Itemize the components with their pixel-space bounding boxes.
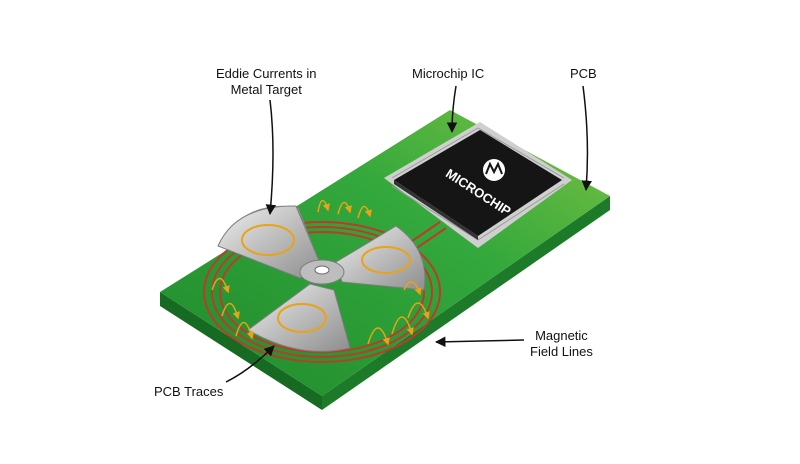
callout-magnetic-field: Magnetic Field Lines [530,328,593,360]
callout-leaders [225,85,592,383]
callout-ic-label: Microchip IC [412,66,485,81]
chip-body [394,130,562,236]
leader-magnetic [434,336,525,348]
metal-hub-hole [314,265,330,275]
trace-ring-middle [211,226,433,358]
leader-pcb [581,85,592,192]
chip-pin-rows [391,127,565,241]
trace-ring-outer [203,221,441,363]
callout-traces-label: PCB Traces [154,384,224,399]
leader-ic [446,85,458,134]
eddy-current-loops [241,224,411,333]
eddy-loop-right [361,246,411,274]
pcb-traces [203,221,447,363]
callout-eddie-line1: Eddie Currents in [216,66,317,81]
metal-blade-right [335,225,426,291]
callout-microchip-ic: Microchip IC [412,66,484,82]
pcb-side-front [160,292,322,410]
leader-traces [225,345,275,383]
callout-pcb: PCB [570,66,597,82]
microchip-ic: MICROCHIP [384,122,572,248]
magnetic-field-lines [211,199,430,346]
callout-eddie-line2: Metal Target [230,82,302,97]
metal-blade-top-face [217,205,323,279]
callout-pcb-label: PCB [570,66,597,81]
leader-eddie [265,99,277,216]
metal-blade-bottom [247,283,351,352]
microchip-logo-icon [483,159,505,181]
callout-pcb-traces: PCB Traces [154,384,223,400]
eddy-loop-top [241,224,295,256]
eddy-loop-bottom [277,303,327,333]
trace-ring-inner [219,231,425,353]
metal-target [217,205,426,352]
pcb-side-right [322,196,610,410]
callout-eddie-currents: Eddie Currents in Metal Target [216,66,316,98]
chip-body-edge [394,180,478,240]
callout-magnetic-line2: Field Lines [530,344,593,359]
callout-magnetic-line1: Magnetic [535,328,588,343]
